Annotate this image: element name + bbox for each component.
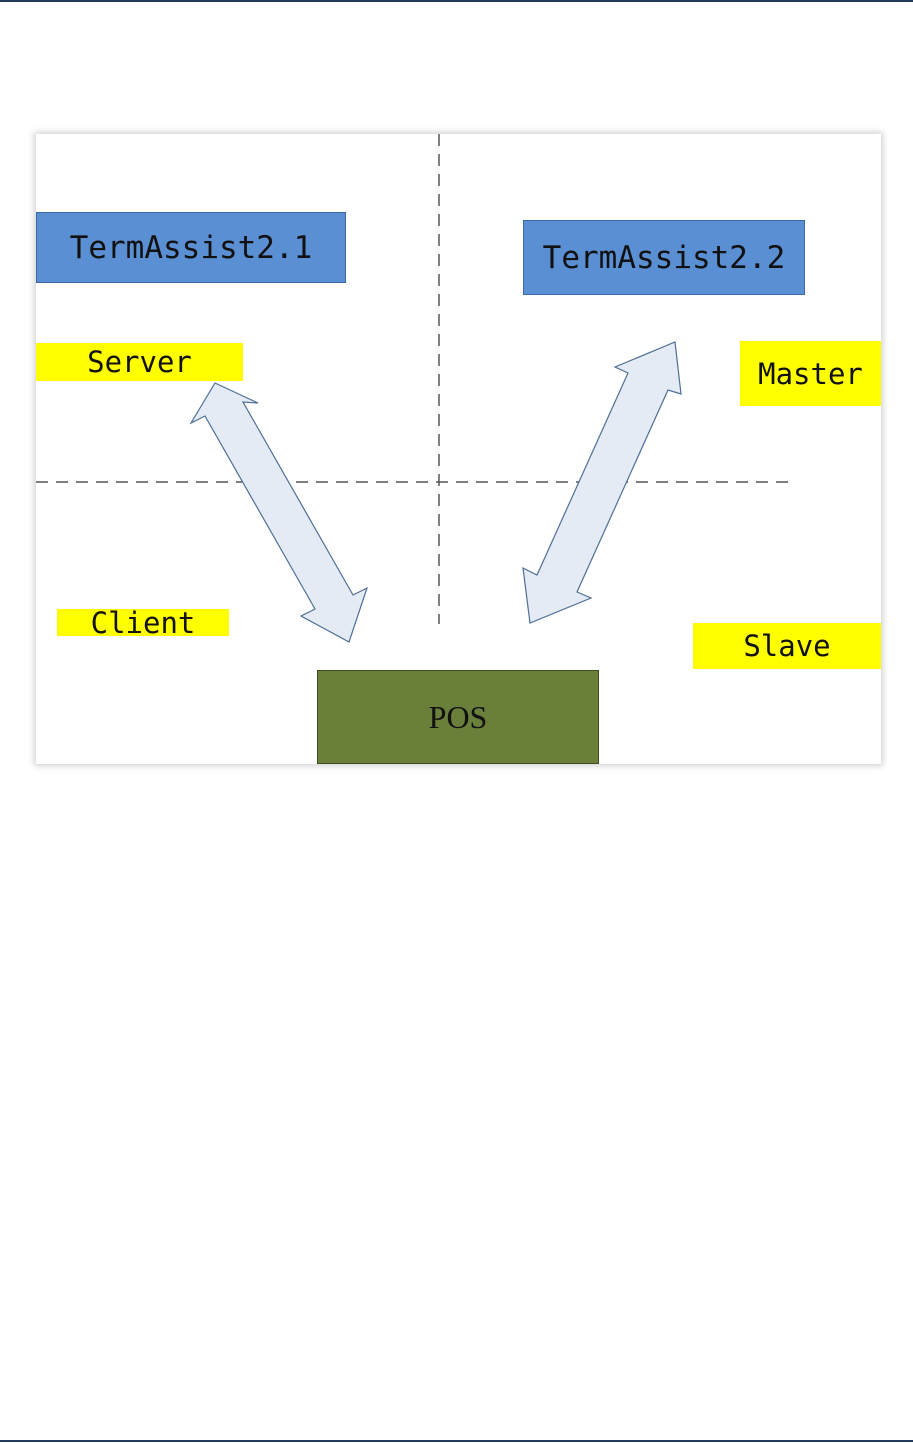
master-label: Master: [740, 341, 881, 406]
server-label: Server: [36, 343, 243, 381]
header-rule: [0, 0, 913, 2]
left-double-arrow: [191, 383, 367, 642]
slave-label: Slave: [693, 623, 881, 669]
termassist-2-2-box: TermAssist2.2: [523, 220, 805, 295]
pos-box: POS: [317, 670, 599, 764]
footer-rule: [0, 1440, 913, 1442]
client-label: Client: [57, 609, 229, 636]
architecture-diagram: TermAssist2.1 TermAssist2.2 Server Maste…: [36, 134, 881, 764]
termassist-2-1-box: TermAssist2.1: [36, 212, 346, 283]
